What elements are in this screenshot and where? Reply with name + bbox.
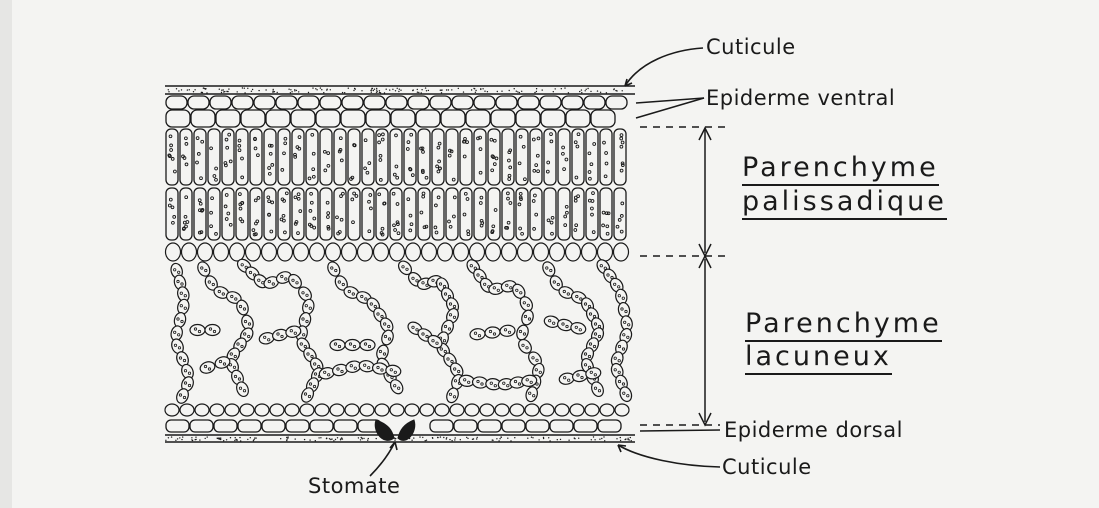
label-stomate: Stomate xyxy=(308,474,400,498)
lower-epidermis-layer xyxy=(166,420,621,432)
upper-cuticle xyxy=(165,86,635,94)
upper-epidermis-layer xyxy=(166,96,627,127)
label-epidermis-dorsal: Epiderme dorsal xyxy=(724,418,903,442)
label-epidermis-ventral: Epiderme ventral xyxy=(706,86,895,110)
label-spongy-line1: Parenchyme xyxy=(745,308,942,342)
dimension-arrows xyxy=(640,127,730,425)
label-cuticle-bottom: Cuticule xyxy=(722,455,812,479)
label-palisade-line2: palissadique xyxy=(742,186,947,220)
spongy-parenchyma-layer xyxy=(165,257,634,416)
label-palisade-line1: Parenchyme xyxy=(742,152,939,186)
label-spongy-line2: lacuneux xyxy=(745,341,892,375)
stomate-drawing xyxy=(375,420,415,440)
palisade-parenchyma-layer xyxy=(166,129,629,261)
label-cuticle-top: Cuticule xyxy=(706,35,796,59)
